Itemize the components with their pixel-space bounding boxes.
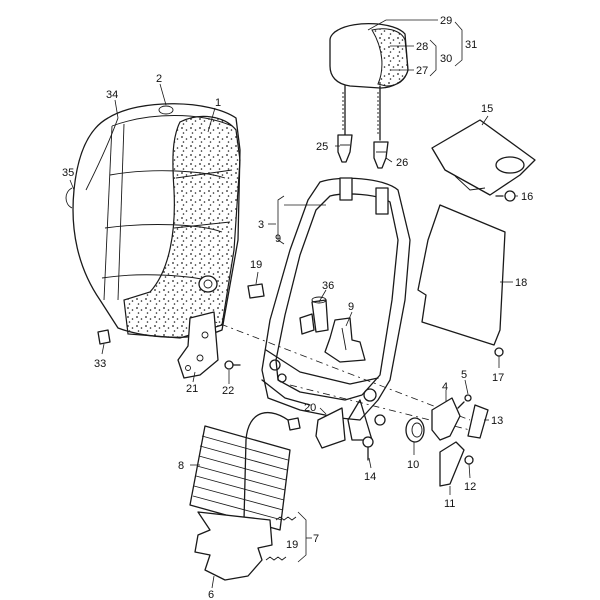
axis-line bbox=[204, 317, 471, 421]
headrest-guide-25 bbox=[337, 134, 353, 163]
bearing-10 bbox=[405, 417, 425, 443]
callout-9a: 9 bbox=[275, 233, 281, 245]
callout-8: 8 bbox=[178, 460, 184, 472]
screw-5 bbox=[457, 394, 472, 409]
lumbar-motor bbox=[299, 296, 329, 335]
callout-2: 2 bbox=[156, 73, 162, 85]
spring-lower bbox=[265, 556, 287, 561]
wire-34 bbox=[85, 117, 119, 191]
callout-28: 28 bbox=[416, 41, 428, 53]
screw-12 bbox=[464, 455, 474, 465]
backrest-padding bbox=[123, 115, 241, 339]
callout-30: 30 bbox=[440, 53, 452, 65]
clip-17 bbox=[494, 347, 504, 357]
screw-14 bbox=[362, 436, 374, 461]
callout-19a: 19 bbox=[250, 259, 262, 271]
callout-5: 5 bbox=[461, 369, 467, 381]
callout-9b: 9 bbox=[348, 301, 354, 313]
callout-15: 15 bbox=[481, 103, 493, 115]
callout-36: 36 bbox=[322, 280, 334, 292]
clip-35 bbox=[65, 187, 73, 209]
spring-upper bbox=[275, 516, 297, 521]
callout-19b: 19 bbox=[286, 539, 298, 551]
leader-lines bbox=[69, 19, 518, 589]
recliner-cover-4 bbox=[431, 397, 461, 441]
bracket-20 bbox=[315, 407, 346, 449]
callout-3: 3 bbox=[258, 219, 264, 231]
rear-panel bbox=[417, 204, 506, 346]
backrest-frame bbox=[261, 177, 411, 441]
screw-16 bbox=[495, 190, 516, 202]
screw-22 bbox=[224, 360, 241, 370]
callout-29: 29 bbox=[440, 15, 452, 27]
callout-17: 17 bbox=[492, 372, 504, 384]
callout-25: 25 bbox=[316, 141, 328, 153]
callout-33: 33 bbox=[94, 358, 106, 370]
headrest bbox=[329, 22, 409, 141]
callout-26: 26 bbox=[396, 157, 408, 169]
callout-20: 20 bbox=[304, 402, 316, 414]
callout-18: 18 bbox=[515, 277, 527, 289]
handle-11 bbox=[439, 441, 465, 487]
clip-33 bbox=[97, 329, 111, 345]
bracket-21 bbox=[177, 311, 219, 379]
callout-35: 35 bbox=[62, 167, 74, 179]
callout-10: 10 bbox=[407, 459, 419, 471]
headrest-guide-26 bbox=[373, 141, 389, 169]
callout-1: 1 bbox=[215, 97, 221, 109]
callout-14: 14 bbox=[364, 471, 376, 483]
callout-4: 4 bbox=[442, 381, 448, 393]
callout-34: 34 bbox=[106, 89, 118, 101]
back-panel-cover bbox=[431, 119, 536, 196]
lumbar-mat bbox=[189, 425, 291, 531]
callout-31: 31 bbox=[465, 39, 477, 51]
clip-19-upper bbox=[247, 283, 265, 299]
bowden-cable bbox=[243, 411, 293, 521]
lumbar-support bbox=[324, 317, 366, 363]
callout-13: 13 bbox=[491, 415, 503, 427]
callout-11: 11 bbox=[444, 498, 455, 510]
callout-22: 22 bbox=[222, 385, 234, 397]
callout-21: 21 bbox=[186, 383, 198, 395]
lumbar-plate bbox=[194, 511, 273, 581]
callout-16: 16 bbox=[521, 191, 533, 203]
callout-27: 27 bbox=[416, 65, 428, 77]
callout-labels: 1 2 3 4 5 6 7 8 9 9 10 11 12 13 14 15 16… bbox=[62, 15, 533, 600]
callout-12: 12 bbox=[464, 481, 476, 493]
callout-7: 7 bbox=[313, 533, 319, 545]
lever-13 bbox=[467, 404, 489, 439]
callout-6: 6 bbox=[208, 589, 214, 600]
